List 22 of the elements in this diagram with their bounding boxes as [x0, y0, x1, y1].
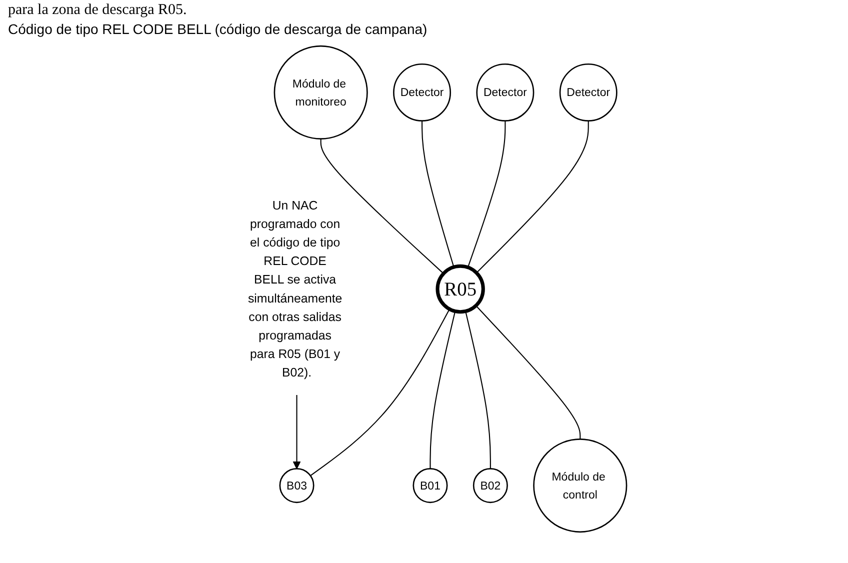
arrow [292, 395, 301, 470]
node-circle [436, 264, 485, 314]
node-circle [412, 468, 448, 504]
node-circle [559, 63, 618, 122]
node-circle [393, 63, 452, 122]
node-circle [274, 45, 368, 140]
node-circle [533, 438, 628, 533]
connector [465, 311, 491, 469]
connector [476, 120, 589, 274]
note-text: para la zona de descarga R05. [8, 2, 188, 19]
connector [467, 120, 506, 268]
note-text: Código de tipo REL CODE BELL (código de descarga de campana) [8, 21, 428, 37]
connector [320, 138, 444, 274]
connector [430, 311, 456, 469]
network-diagram: Módulo de monitoreo Detector Detector Detector R05 B03 B01 B02 Módulo de control Un NAC programado con el código de tipo REL CODE BELL se activa simultáneamente con otras salidas programadas para R05 (B01 y B02). [0, 39, 848, 539]
node-circle [476, 63, 534, 122]
node-circle [279, 468, 314, 504]
connector [310, 308, 450, 476]
node-text: Un NAC programado con el código de tipo REL CODE BELL se activa simultáneamente con otras salidas programadas para R05 (B01 y B02). [248, 198, 342, 380]
connector [476, 305, 581, 440]
node-circle [472, 468, 508, 504]
connector [422, 120, 454, 268]
